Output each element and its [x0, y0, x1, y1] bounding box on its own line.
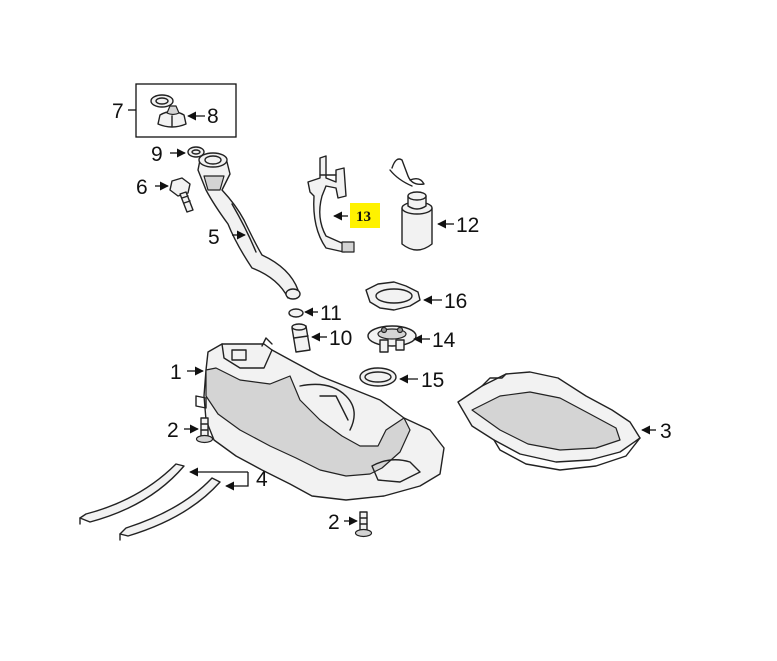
seal-part-11: [288, 308, 304, 318]
callout-16: 16: [444, 290, 467, 313]
callout-2-upper: 2: [167, 419, 179, 442]
callout-14: 14: [432, 329, 456, 352]
callout-9: 9: [151, 143, 163, 166]
callout-12: 12: [456, 214, 479, 237]
callout-8: 8: [207, 105, 219, 128]
heat-shield-part-3: [457, 371, 641, 471]
fuel-cap-part: [157, 105, 187, 128]
callout-6: 6: [136, 176, 148, 199]
callout-10: 10: [329, 327, 352, 350]
fuel-tank-part-1: [195, 337, 445, 501]
pump-flange-part-14: [367, 325, 417, 353]
lock-ring-part-16: [365, 281, 421, 311]
callout-3: 3: [660, 420, 672, 443]
filler-neck-part-5: [197, 152, 301, 300]
connector-part-10: [291, 323, 311, 353]
bolt-part-2-lower: [354, 511, 373, 538]
callout-15: 15: [421, 369, 444, 392]
callout-7: 7: [112, 100, 124, 123]
fuel-cap-group-box: [135, 83, 237, 138]
callout-5: 5: [208, 226, 220, 249]
callout-11: 11: [320, 302, 342, 325]
fuel-pump-part-12: [389, 158, 433, 251]
o-ring-part-9: [187, 146, 205, 158]
tank-strap-part-4: [79, 463, 221, 541]
callout-2-lower: 2: [328, 511, 340, 534]
bolt-part-2-upper: [195, 417, 214, 444]
bolt-part-6: [169, 177, 194, 213]
seal-part-15: [359, 367, 397, 387]
sending-unit-part-13: [307, 155, 355, 253]
cap-seal-ring: [150, 94, 174, 108]
callout-4: 4: [256, 468, 268, 491]
callout-1: 1: [170, 361, 182, 384]
callout-13-highlight: [350, 203, 380, 228]
callout-13: 13: [356, 209, 371, 225]
